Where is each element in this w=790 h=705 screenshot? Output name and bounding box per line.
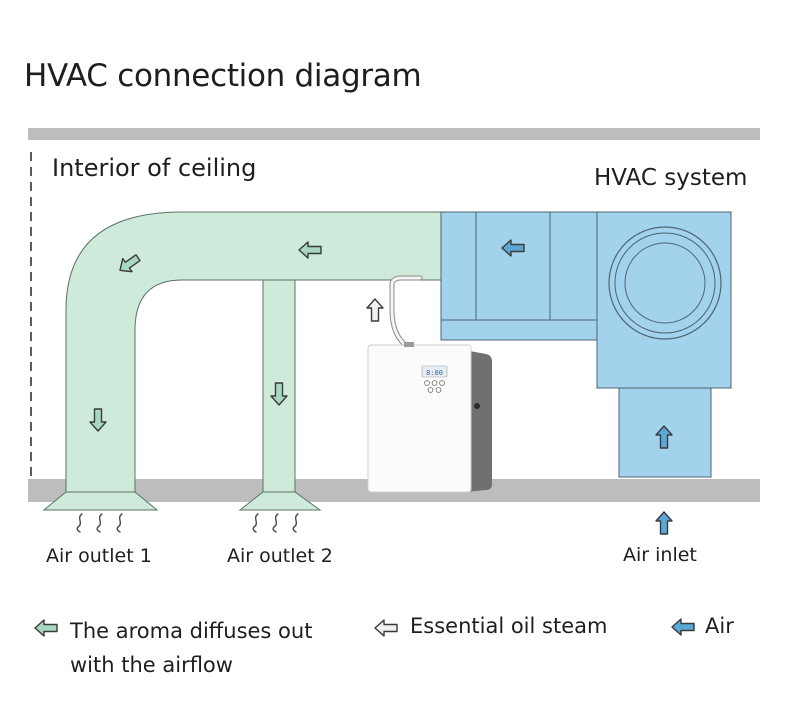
ceiling-top <box>28 128 760 140</box>
legend-aroma-line2: with the airflow <box>70 653 233 677</box>
scent-wave-icon <box>76 513 83 533</box>
device-button <box>439 380 445 386</box>
white-arrow-icon <box>366 298 384 322</box>
scent-wave-icon <box>116 513 123 533</box>
hvac-lower-band <box>440 319 598 341</box>
diffuser-1 <box>42 491 159 511</box>
page-title: HVAC connection diagram <box>24 58 422 94</box>
hvac-duct-section <box>440 211 598 321</box>
legend-aroma: The aroma diffuses out with the airflow <box>70 614 370 682</box>
air-inlet-label: Air inlet <box>623 544 697 566</box>
fan-inner <box>624 242 706 324</box>
device-display-reading: 8:00 <box>426 369 443 377</box>
scent-wave-icon <box>252 513 259 533</box>
aroma-diffuser-device: 8:00 <box>367 342 492 493</box>
legend-green-arrow-icon <box>34 619 58 637</box>
scent-wave-icon <box>272 513 279 533</box>
device-button <box>435 387 442 393</box>
device-knob <box>474 403 480 409</box>
air-outlet-1-label: Air outlet 1 <box>46 545 152 567</box>
device-button <box>431 380 438 386</box>
legend-air: Air <box>705 614 734 638</box>
supply-duct <box>65 211 443 493</box>
legend-blue-arrow-icon <box>671 618 695 636</box>
oil-tube <box>389 275 423 350</box>
air-outlet-2-label: Air outlet 2 <box>227 545 333 567</box>
device-button <box>424 380 430 386</box>
legend-steam: Essential oil steam <box>410 614 608 638</box>
device-display <box>421 365 448 378</box>
fan-mid <box>614 232 716 334</box>
scent-wave-icon <box>292 513 299 533</box>
diffuser-2 <box>238 491 322 511</box>
scent-wave-icon <box>96 513 103 533</box>
legend-white-arrow-icon <box>374 619 398 637</box>
device-button <box>427 387 434 393</box>
fan-outer <box>608 226 722 340</box>
interior-of-ceiling-label: Interior of ceiling <box>52 154 257 182</box>
blue-arrow-icon <box>655 511 673 535</box>
hvac-system-label: HVAC system <box>594 165 748 191</box>
legend-aroma-line1: The aroma diffuses out <box>70 619 313 643</box>
